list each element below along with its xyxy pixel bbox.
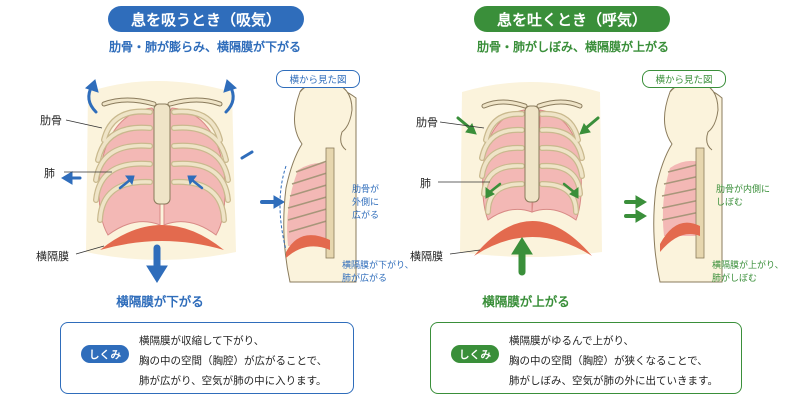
inhale-title: 息を吸うとき（吸気） <box>108 6 304 32</box>
exhale-title: 息を吐くとき（呼気） <box>474 6 670 32</box>
inhale-label-lung: 肺 <box>44 167 55 180</box>
exhale-diaphragm <box>474 221 592 256</box>
exhale-label-diaphragm: 横隔膜 <box>410 250 443 263</box>
inhale-side-lung <box>287 162 330 246</box>
exhale-mechanism-tag: しくみ <box>451 345 499 363</box>
inhale-diaphragm <box>100 225 224 250</box>
exhale-side-view-tag: 横から見た図 <box>642 70 726 88</box>
exhale-mechanism-box: しくみ 横隔膜がゆるんで上がり、胸の中の空間（胸腔）が狭くなることで、肺がしぼみ… <box>430 322 742 394</box>
inhale-mechanism-box: しくみ 横隔膜が収縮して下がり、胸の中の空間（胸腔）が広がることで、肺が広がり、… <box>60 322 354 394</box>
inhale-mechanism-text: 横隔膜が収縮して下がり、胸の中の空間（胸腔）が広がることで、肺が広がり、空気が肺… <box>139 335 328 387</box>
inhale-side-note-1: 肋骨が外側に広がる <box>352 185 380 221</box>
exhale-sternum <box>524 105 540 203</box>
exhale-mechanism-text: 横隔膜がゆるんで上がり、胸の中の空間（胸腔）が狭くなることで、肺がしぼみ、空気が… <box>509 335 718 387</box>
inhale-mechanism-tag: しくみ <box>81 345 129 363</box>
inhale-side-view-tag: 横から見た図 <box>276 70 360 88</box>
exhale-side-note-2: 横隔膜が上がり、肺がしぼむ <box>712 261 784 284</box>
inhale-label-rib: 肋骨 <box>40 114 62 127</box>
exhale-side-note-1: 肋骨が内側にしぼむ <box>716 185 771 208</box>
inhale-subtitle: 肋骨・肺が膨らみ、横隔膜が下がる <box>108 40 301 54</box>
inhale-sternum <box>153 103 171 205</box>
exhale-caption: 横隔膜が上がる <box>482 294 570 309</box>
exhale-label-lung: 肺 <box>420 177 431 190</box>
inhale-label-diaphragm: 横隔膜 <box>36 250 69 263</box>
inhale-side-note-2: 横隔膜が下がり、肺が広がる <box>342 261 414 284</box>
inhale-caption: 横隔膜が下がる <box>116 294 204 309</box>
exhale-label-rib: 肋骨 <box>416 116 438 129</box>
exhale-subtitle: 肋骨・肺がしぼみ、横隔膜が上がる <box>476 40 669 54</box>
